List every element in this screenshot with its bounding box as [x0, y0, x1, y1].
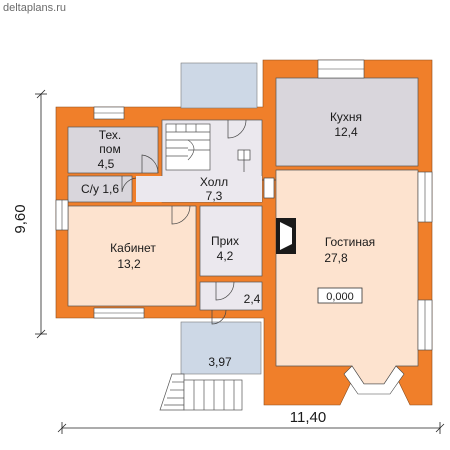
tech-room-name-2: пом [99, 142, 120, 156]
room-wc [67, 175, 133, 203]
vestibule-top [180, 62, 258, 109]
dimension-line-width [57, 422, 445, 434]
porch [180, 321, 262, 375]
dimension-line-height [35, 89, 47, 339]
room-kitchen [275, 77, 419, 167]
closet-area: 2,4 [244, 292, 261, 306]
kitchen-name: Кухня [330, 110, 362, 124]
windows [55, 59, 433, 395]
hall-corridor [136, 176, 262, 202]
entry-name: Прих [211, 234, 239, 248]
room-closet [199, 281, 263, 311]
room-living [275, 169, 419, 385]
living-name: Гостиная [325, 235, 375, 249]
watermark: deltaplans.ru [3, 2, 66, 14]
living-area: 27,8 [324, 251, 348, 265]
office-area: 13,2 [117, 257, 141, 271]
fireplace [276, 218, 296, 254]
level-mark-box [317, 287, 363, 304]
door-swings [121, 119, 276, 325]
room-tech [67, 126, 159, 174]
staircase-porch [159, 373, 243, 411]
level-mark: 0,000 [326, 291, 354, 303]
kitchen-area: 12,4 [334, 125, 358, 139]
porch-area: 3,97 [208, 355, 232, 369]
room-entry [199, 205, 263, 277]
room-office [67, 205, 197, 307]
wc-label: С/у 1,6 [81, 182, 119, 196]
staircase-hall [165, 123, 211, 171]
dimension-height: 9,60 [12, 204, 29, 233]
tech-room-area: 4,5 [98, 157, 115, 171]
tech-room-name-1: Тех. [99, 128, 121, 142]
dimension-width: 11,40 [290, 409, 326, 426]
hall-name: Холл [200, 175, 228, 189]
entry-area: 4,2 [217, 249, 234, 263]
office-name: Кабинет [110, 241, 156, 255]
hall-area: 7,3 [206, 189, 223, 203]
